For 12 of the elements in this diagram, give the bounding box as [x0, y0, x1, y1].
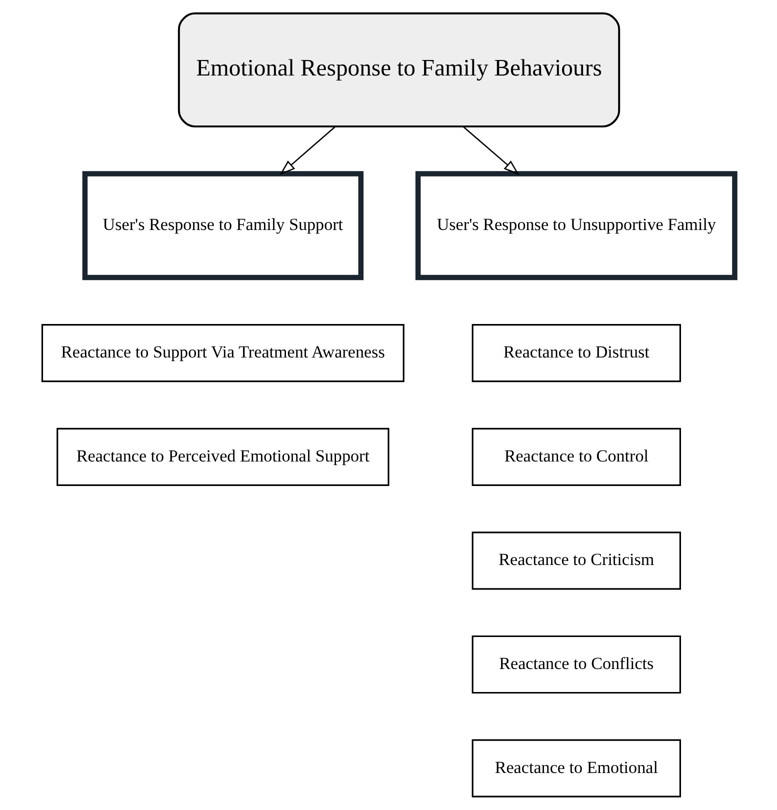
node-box: User's Response to Unsupportive Family: [415, 171, 738, 280]
node-box: Reactance to Criticism: [472, 532, 681, 590]
arrow: [280, 126, 336, 176]
node-box: User's Response to Family Support: [82, 171, 364, 280]
arrow: [462, 126, 520, 176]
node-box: Reactance to Conflicts: [472, 635, 681, 694]
node-box: Reactance to Support Via Treatment Awareness: [41, 324, 404, 382]
node-box: Reactance to Distrust: [472, 324, 681, 382]
node-box: Reactance to Control: [472, 428, 681, 486]
node-box: Reactance to Perceived Emotional Support: [56, 428, 390, 486]
node-box: Emotional Response to Family Behaviours: [178, 12, 620, 128]
node-box: Reactance to Emotional: [472, 739, 681, 798]
